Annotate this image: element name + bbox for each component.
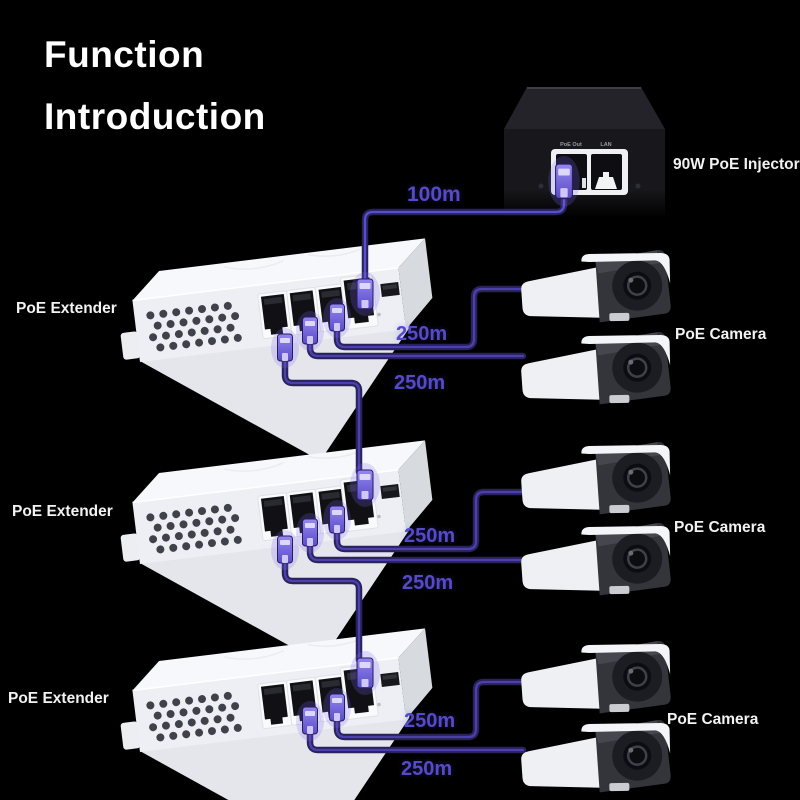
- injector-port-left-label: PoE Out: [560, 142, 582, 148]
- rj45-plug-uplink-extender-1: [349, 271, 381, 317]
- extender-3-label: PoE Extender: [8, 690, 109, 707]
- distance-250m-label-6: 250m: [401, 758, 453, 780]
- poe-camera-device-5: [517, 638, 675, 721]
- distance-250m-label-5: 250m: [404, 710, 456, 732]
- extender-1-label: PoE Extender: [16, 300, 117, 317]
- poe-camera-device-3: [517, 439, 675, 522]
- rj45-plug-ext2-port3: [322, 499, 352, 541]
- distance-250m-label-3: 250m: [404, 525, 456, 547]
- extender-2-label: PoE Extender: [12, 503, 113, 520]
- page-title-line-2: Introduction: [44, 96, 266, 137]
- camera-group-1-label: PoE Camera: [675, 326, 767, 343]
- distance-100m-label: 100m: [407, 183, 461, 206]
- distance-250m-label-1: 250m: [396, 323, 448, 345]
- distance-250m-label-4: 250m: [402, 572, 454, 594]
- rj45-plug-uplink-extender-2: [349, 462, 381, 508]
- distance-250m-label-2: 250m: [394, 372, 446, 394]
- injector-led-left: [538, 183, 544, 189]
- rj45-plug-ext2-port2: [295, 512, 325, 554]
- rj45-plug-ext3-port3: [322, 687, 352, 729]
- poe-injector-device: PoE Out LAN: [504, 87, 665, 218]
- injector-port-right-label: LAN: [600, 142, 611, 148]
- camera-group-3-label: PoE Camera: [667, 711, 759, 728]
- rj45-plug-ext2-port1: [270, 529, 300, 571]
- rj45-plug-uplink-extender-3: [349, 650, 381, 696]
- rj45-plug-ext1-port3: [322, 297, 352, 339]
- rj45-plug-ext1-port2: [295, 310, 325, 352]
- poe-extender-device-3: [113, 628, 449, 800]
- injector-label: 90W PoE Injector: [673, 156, 800, 173]
- rj45-plug-injector: [547, 155, 581, 208]
- poe-camera-device-2: [517, 329, 675, 412]
- rj45-plug-ext1-port1: [270, 327, 300, 369]
- poe-camera-device-1: [517, 247, 675, 330]
- rj45-plug-ext3-port2: [295, 700, 325, 742]
- poe-camera-device-4: [517, 520, 675, 603]
- camera-group-2-label: PoE Camera: [674, 519, 766, 536]
- poe-camera-device-6: [517, 717, 675, 800]
- page-title-line-1: Function: [44, 34, 205, 75]
- injector-led-right: [635, 183, 641, 189]
